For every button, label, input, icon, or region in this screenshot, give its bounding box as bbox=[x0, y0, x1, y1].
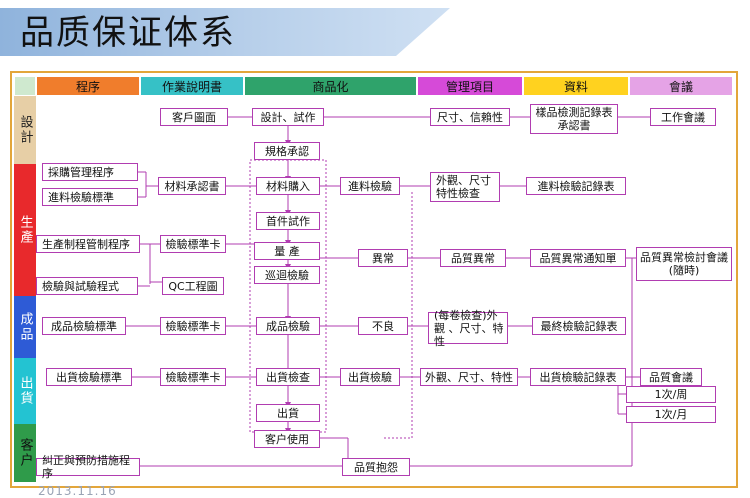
box-spec-approval: 規格承認 bbox=[254, 142, 320, 160]
box-sample-record: 樣品檢測記錄表 承認書 bbox=[530, 104, 618, 134]
box-corrective-procedure: 糾正與預防措施程序 bbox=[36, 454, 140, 480]
box-defect: 不良 bbox=[358, 317, 408, 335]
box-appearance-size-property: 外觀、尺寸、特性 bbox=[420, 368, 518, 386]
box-quality-meeting: 品質會議 bbox=[640, 368, 702, 386]
box-abnormal-notice: 品質異常通知單 bbox=[530, 249, 626, 267]
row-band-design: 設計 bbox=[14, 96, 36, 164]
box-incoming-standard: 進料檢驗標準 bbox=[42, 188, 138, 206]
box-abnormal-meeting: 品質異常檢討會議 (隨時) bbox=[636, 247, 732, 281]
row-band-shipping: 出貨 bbox=[14, 358, 36, 424]
box-size-reliability: 尺寸、信賴性 bbox=[430, 108, 510, 126]
box-weekly: 1次/周 bbox=[626, 386, 716, 403]
box-monthly: 1次/月 bbox=[626, 406, 716, 423]
row-band-customer: 客户 bbox=[14, 424, 36, 482]
box-shipping-record: 出貨檢驗記錄表 bbox=[530, 368, 626, 386]
box-inspection-test-procedure: 檢驗與試驗程式 bbox=[36, 277, 138, 295]
box-incoming-inspection: 進料檢驗 bbox=[340, 177, 400, 195]
column-header-instruction: 作業說明書 bbox=[140, 76, 244, 96]
box-customer-use: 客户使用 bbox=[254, 430, 320, 448]
box-work-meeting: 工作會議 bbox=[650, 108, 716, 126]
box-finished-inspection: 成品檢驗 bbox=[256, 317, 320, 335]
box-production-process: 生產制程管制程序 bbox=[36, 235, 140, 253]
column-header-data: 資料 bbox=[523, 76, 629, 96]
box-qc-chart: QC工程圖 bbox=[162, 277, 224, 295]
column-header-meeting: 會議 bbox=[629, 76, 733, 96]
box-patrol-inspection: 巡迴檢驗 bbox=[254, 266, 320, 284]
box-material-approval: 材料承認書 bbox=[158, 177, 226, 195]
box-customer-drawing: 客戶圖面 bbox=[160, 108, 228, 126]
box-shipping-standard: 出貨檢驗標準 bbox=[46, 368, 132, 386]
box-abnormal: 異常 bbox=[358, 249, 408, 267]
box-purchase-procedure: 採購管理程序 bbox=[42, 163, 138, 181]
column-header-commercial: 商品化 bbox=[244, 76, 417, 96]
box-final-record: 最終檢驗記錄表 bbox=[532, 317, 626, 335]
column-header-management: 管理項目 bbox=[417, 76, 523, 96]
box-inspection-card-3: 檢驗標準卡 bbox=[160, 368, 226, 386]
box-mass-production: 量 產 bbox=[254, 242, 320, 260]
box-shipping-check: 出貨檢查 bbox=[256, 368, 320, 386]
box-shipment: 出貨 bbox=[256, 404, 320, 422]
box-material-purchase: 材料購入 bbox=[256, 177, 320, 195]
box-roll-inspection: (每卷檢查)外觀 、尺寸、特性 bbox=[428, 309, 508, 348]
box-quality-complaint: 品質抱怨 bbox=[342, 458, 410, 476]
page-title: 品质保证体系 bbox=[20, 13, 236, 53]
box-appearance-size-check: 外觀、尺寸 特性檢查 bbox=[430, 172, 500, 202]
row-band-finished: 成品 bbox=[14, 296, 36, 358]
box-inspection-card-1: 檢驗標準卡 bbox=[160, 235, 226, 253]
box-finished-standard: 成品檢驗標準 bbox=[42, 317, 126, 335]
box-design-trial: 設計、試作 bbox=[252, 108, 324, 126]
column-header-corner bbox=[14, 76, 36, 96]
box-incoming-record: 進料檢驗記錄表 bbox=[526, 177, 626, 195]
box-quality-abnormal: 品質異常 bbox=[440, 249, 506, 267]
box-inspection-card-2: 檢驗標準卡 bbox=[160, 317, 226, 335]
row-band-production: 生產 bbox=[14, 164, 36, 296]
box-first-trial: 首件試作 bbox=[256, 212, 320, 230]
footer-date-partial: 2013.11.16 bbox=[38, 484, 117, 496]
title-banner bbox=[0, 8, 450, 56]
box-shipping-inspection: 出貨檢驗 bbox=[340, 368, 400, 386]
column-header-procedure: 程序 bbox=[36, 76, 140, 96]
